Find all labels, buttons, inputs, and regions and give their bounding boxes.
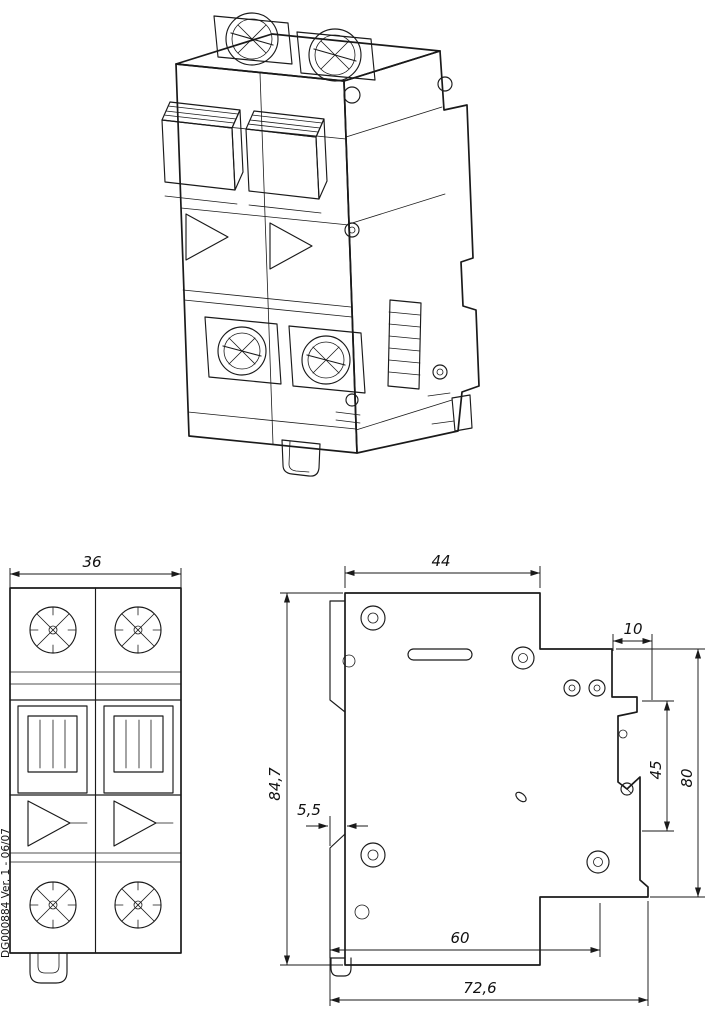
front-toggle-right: [103, 705, 174, 794]
svg-text:45: 45: [647, 760, 665, 779]
iso-arrow-right: [269, 222, 313, 270]
iso-arrow-left: [185, 213, 229, 261]
front-body-outline: [9, 587, 182, 954]
dim-side-back-height: 80: [616, 648, 705, 898]
side-body-outline: [344, 592, 649, 966]
drawing-code: DG000884 Ver. 1 - 06/07: [0, 828, 12, 958]
iso-pole-divider: [259, 72, 274, 445]
iso-bottom-terminal-right: [288, 325, 366, 394]
svg-text:10: 10: [623, 620, 642, 638]
dim-side-total-depth: 72,6: [329, 901, 649, 1006]
front-bottom-screw-right: [114, 881, 162, 929]
front-view: 36: [0, 553, 182, 984]
iso-top-terminal-right: [296, 28, 376, 82]
front-toggle-left: [17, 705, 88, 794]
iso-toggle-right: [245, 110, 328, 214]
iso-toggle-left: [161, 101, 244, 205]
svg-text:84,7: 84,7: [266, 767, 284, 801]
side-front-flange-bottom: [329, 833, 346, 959]
dim-front-width-text: 36: [82, 553, 101, 571]
svg-text:44: 44: [431, 552, 450, 570]
dim-side-height: 84,7: [266, 592, 343, 966]
dim-side-clip-zone: 45: [642, 700, 674, 832]
front-bottom-screw-left: [29, 881, 77, 929]
iso-rating-label: [387, 299, 422, 390]
side-front-flange-top: [329, 600, 346, 713]
dim-side-rail-depth: 60: [330, 903, 601, 957]
front-arrow-right: [113, 800, 157, 847]
iso-top-terminal-left: [213, 12, 293, 66]
dim-side-front-offset: 5,5: [297, 801, 368, 846]
svg-text:80: 80: [678, 768, 696, 787]
iso-bottom-terminal-left: [204, 316, 282, 385]
svg-text:72,6: 72,6: [463, 979, 496, 997]
front-top-screw-right: [114, 606, 162, 654]
front-top-screw-left: [29, 606, 77, 654]
iso-din-clip: [281, 439, 321, 477]
isometric-view: [161, 12, 480, 477]
side-view: 44 10 84,7 5,5 45: [266, 552, 705, 1006]
front-din-clip: [29, 952, 68, 984]
svg-text:5,5: 5,5: [297, 801, 321, 819]
iso-side-details: [335, 76, 473, 432]
front-arrow-left: [27, 800, 71, 847]
dim-front-width: 36: [9, 553, 182, 588]
side-din-tab: [330, 957, 352, 977]
svg-text:60: 60: [450, 929, 469, 947]
side-details: [342, 605, 634, 920]
dim-side-top-step: 10: [612, 620, 653, 700]
dim-side-front-width: 44: [344, 552, 541, 588]
